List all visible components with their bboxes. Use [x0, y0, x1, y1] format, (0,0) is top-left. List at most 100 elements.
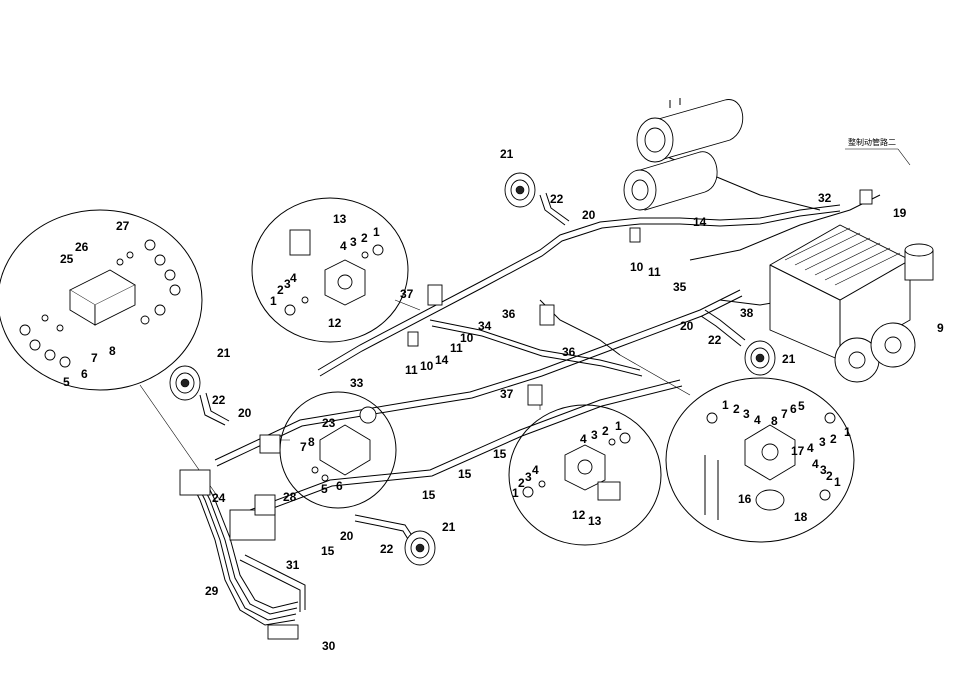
- callout-2: 2: [830, 432, 837, 446]
- callout-3: 3: [284, 277, 291, 291]
- callout-22: 22: [212, 393, 226, 407]
- callout-1: 1: [722, 398, 729, 412]
- leader-line: [619, 354, 691, 396]
- callout-16: 16: [738, 492, 752, 506]
- callout-3: 3: [525, 470, 532, 484]
- fittings: [267, 189, 873, 640]
- callout-13: 13: [333, 212, 347, 226]
- callout-6: 6: [81, 367, 88, 381]
- leader-line: [394, 299, 421, 311]
- detail-circle-relay-valve-left: [251, 197, 409, 343]
- callout-22: 22: [708, 333, 722, 347]
- callout-4: 4: [754, 413, 761, 427]
- main-pipe-middle: [214, 289, 743, 467]
- callout-11: 11: [450, 341, 463, 355]
- callout-1: 1: [512, 486, 519, 500]
- callout-9: 9: [937, 321, 944, 335]
- callout-3: 3: [743, 407, 750, 421]
- note-label: 整制动管路二: [848, 137, 896, 147]
- callout-21: 21: [217, 346, 231, 360]
- callout-25: 25: [60, 252, 74, 266]
- callout-34: 34: [478, 319, 492, 333]
- callout-6: 6: [336, 479, 343, 493]
- callout-12: 12: [572, 508, 586, 522]
- callout-8: 8: [771, 414, 778, 428]
- callout-3: 3: [591, 428, 598, 442]
- callout-4: 4: [340, 239, 347, 253]
- callout-1: 1: [844, 425, 851, 439]
- callout-15: 15: [321, 544, 335, 558]
- callout-7: 7: [300, 440, 307, 454]
- callout-2: 2: [602, 424, 609, 438]
- detail-circle-valve-block: [0, 209, 203, 391]
- pipe-to-chamber-21-top: [539, 192, 570, 226]
- callout-2: 2: [826, 469, 833, 483]
- callout-2: 2: [361, 231, 368, 245]
- callout-21: 21: [782, 352, 796, 366]
- brake-chamber-left: [169, 365, 201, 401]
- callout-14: 14: [435, 353, 449, 367]
- callout-3: 3: [819, 435, 826, 449]
- callout-24: 24: [212, 491, 226, 505]
- callout-10: 10: [420, 359, 434, 373]
- callout-1: 1: [615, 419, 622, 433]
- callout-19: 19: [893, 206, 907, 220]
- callout-4: 4: [812, 457, 819, 471]
- callout-10: 10: [460, 331, 474, 345]
- pipe-to-chamber-21-left: [199, 392, 230, 426]
- pipe-to-chamber-21-bottom: [354, 514, 416, 545]
- callout-labels: 13 4 3 2 1 4 3 2 1 12 27 25 26 7 8 5 6 2…: [60, 147, 944, 653]
- callout-4: 4: [290, 271, 297, 285]
- callout-7: 7: [91, 351, 98, 365]
- detail-circle-valve-16: [665, 377, 855, 543]
- callout-38: 38: [740, 306, 754, 320]
- valve-23: [311, 406, 377, 482]
- callout-15: 15: [422, 488, 436, 502]
- callout-21: 21: [500, 147, 514, 161]
- callout-2: 2: [733, 402, 740, 416]
- callout-3: 3: [820, 463, 827, 477]
- callout-10: 10: [630, 260, 644, 274]
- callout-13: 13: [588, 514, 602, 528]
- callout-2: 2: [277, 283, 284, 297]
- callout-23: 23: [322, 416, 336, 430]
- air-tanks: [623, 98, 744, 211]
- callout-1: 1: [373, 225, 380, 239]
- callout-27: 27: [116, 219, 130, 233]
- trailer-wheels: [834, 322, 916, 383]
- relay-valve-12-left: [284, 229, 384, 316]
- valve-block-25: [19, 239, 181, 368]
- callout-36: 36: [502, 307, 516, 321]
- callout-18: 18: [794, 510, 808, 524]
- callout-22: 22: [550, 192, 564, 206]
- callout-35: 35: [673, 280, 687, 294]
- callout-20: 20: [238, 406, 252, 420]
- callout-1: 1: [834, 475, 841, 489]
- callout-6: 6: [790, 402, 797, 416]
- main-pipe-lower: [249, 379, 683, 517]
- callout-15: 15: [493, 447, 507, 461]
- callout-11: 11: [648, 265, 661, 279]
- callout-4: 4: [532, 463, 539, 477]
- callout-7: 7: [781, 407, 788, 421]
- callout-29: 29: [205, 584, 219, 598]
- callout-3: 3: [350, 235, 357, 249]
- callout-20: 20: [680, 319, 694, 333]
- callout-20: 20: [582, 208, 596, 222]
- callout-20: 20: [340, 529, 354, 543]
- callout-30: 30: [322, 639, 336, 653]
- brake-chamber-right: [744, 340, 776, 376]
- callout-37: 37: [400, 287, 414, 301]
- detail-circle-relay-valve-right: [508, 404, 662, 546]
- pipe-bundle-29: [184, 469, 306, 626]
- pipe-to-chamber-21-right: [700, 309, 746, 347]
- callout-17: 17: [791, 444, 805, 458]
- callout-5: 5: [798, 399, 805, 413]
- callout-8: 8: [109, 344, 116, 358]
- callout-26: 26: [75, 240, 89, 254]
- trailer-box: [769, 224, 934, 361]
- note-group: 整制动管路二: [845, 137, 911, 166]
- callout-22: 22: [380, 542, 394, 556]
- main-pipe-upper: [317, 204, 841, 377]
